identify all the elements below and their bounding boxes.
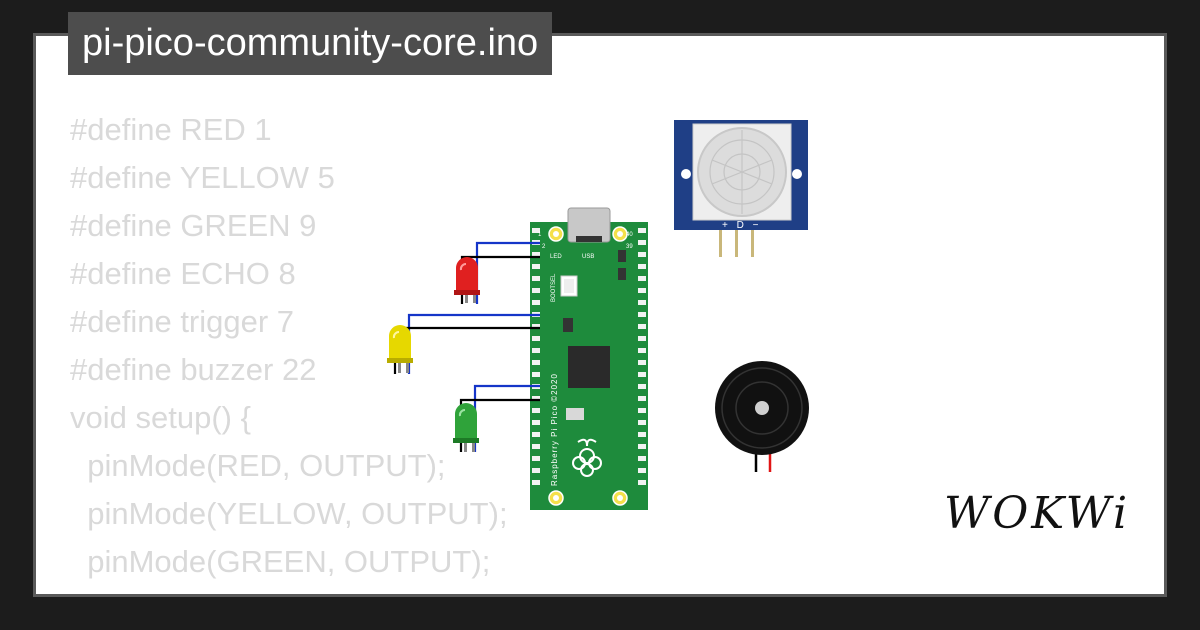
code-line: void setup() {	[70, 400, 251, 435]
led-label: LED	[550, 254, 562, 260]
code-line: pinMode(GREEN, OUTPUT);	[70, 544, 491, 579]
wire-yellow-led-signal	[407, 313, 540, 374]
green-led	[453, 403, 479, 452]
sketch-filename: pi-pico-community-core.ino	[68, 12, 553, 75]
pir-sensor: + D −	[674, 120, 808, 257]
code-line: pinMode(YELLOW, OUTPUT);	[70, 496, 508, 531]
raspberry-logo	[572, 438, 602, 477]
buzzer	[715, 361, 809, 472]
code-line: #define GREEN 9	[70, 208, 317, 243]
yellow-led	[387, 325, 413, 373]
bootsel-label: BOOTSEL	[551, 273, 557, 302]
code-line: #define ECHO 8	[70, 256, 296, 291]
pin-label-40: 40	[626, 232, 633, 238]
pir-pin-labels: + D −	[722, 220, 761, 231]
wire-yellow-led-gnd	[393, 326, 540, 374]
code-line: pinMode(RED, OUTPUT);	[70, 448, 446, 483]
pin-label-1: 1	[538, 232, 542, 238]
code-line: #define YELLOW 5	[70, 160, 335, 195]
usb-label: USB	[582, 254, 594, 260]
pin-header-right	[638, 228, 646, 485]
pico-board: 1 2 40 39 LED USB BOOTSEL Raspberry Pi P…	[530, 207, 648, 510]
pin-label-39: 39	[626, 244, 633, 250]
code-line: #define buzzer 22	[70, 352, 317, 387]
red-led	[454, 257, 480, 303]
code-line: #define RED 1	[70, 112, 272, 147]
wokwi-logo: WOKWi	[944, 488, 1131, 539]
code-preview: #define RED 1 #define YELLOW 5 #define G…	[70, 106, 508, 594]
pin-label-2: 2	[542, 244, 546, 250]
board-silkscreen: Raspberry Pi Pico ©2020	[550, 373, 559, 486]
code-line: #define trigger 7	[70, 304, 295, 339]
rp2040-chip	[568, 346, 610, 388]
code-line: pinMode(ECHO, INPUT);	[70, 586, 508, 594]
